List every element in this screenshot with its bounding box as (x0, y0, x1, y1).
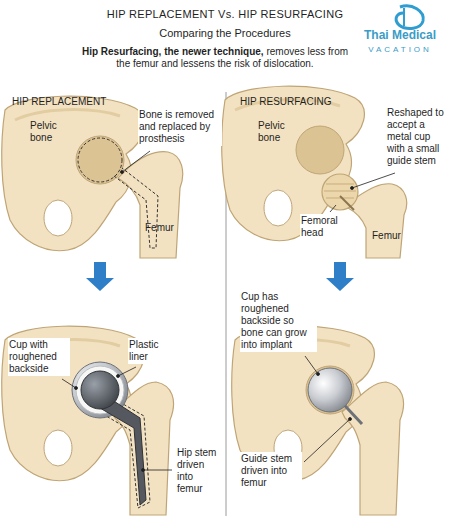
logo-icon (403, 8, 405, 26)
leader-dot (351, 187, 354, 190)
subtitle-box: Comparing the Procedures (80, 27, 370, 39)
pelvis (222, 86, 365, 241)
callout-label-box: Reshaped to accept a metal cup with a sm… (386, 106, 448, 168)
leader-line (62, 379, 76, 388)
callout-label-box: Hip stem driven into femur (176, 446, 222, 496)
callout-label-box: Bone is removed and replaced by prosthes… (138, 108, 222, 146)
part-label: Pelvic bone (30, 120, 70, 144)
title: HIP REPLACEMENT Vs. HIP RESURFACING (80, 8, 370, 20)
logo-text: VACATION (352, 44, 448, 56)
part-label: Femur (145, 222, 185, 234)
callout-label: Plastic liner (128, 338, 175, 364)
subtitle: Comparing the Procedures (80, 27, 370, 39)
removed-outline (114, 168, 158, 248)
callout-label: Guide stem driven into femur (240, 452, 302, 490)
pelvis (2, 96, 145, 251)
logo-icon (396, 6, 423, 29)
leader-line (118, 367, 136, 376)
callout-label-box: Guide stem driven into femur (240, 452, 302, 490)
callout-label-box: Cup has roughened backside so bone can g… (240, 290, 317, 352)
removed-outline (78, 138, 122, 182)
femoral-head (322, 174, 358, 210)
logo-text-box: Thai Medical (352, 29, 448, 41)
part-label: Pelvic bone (258, 120, 298, 144)
part-label-box: Femur (145, 222, 185, 234)
leader-dot (117, 375, 120, 378)
leader-dot (317, 373, 320, 376)
pelvis (2, 326, 145, 481)
description-bold: Hip Resurfacing, the newer technique, (82, 46, 264, 57)
callout-label: Hip stem driven into femur (176, 446, 222, 496)
reshaped-marks (324, 184, 356, 198)
logo-text-box: VACATION (352, 44, 448, 56)
stem-outline (96, 392, 150, 508)
section-heading-box: HIP REPLACEMENT (12, 96, 212, 108)
metal-cap (308, 368, 352, 412)
leader-dot (142, 469, 145, 472)
description: Hip Resurfacing, the newer technique,rem… (80, 46, 350, 70)
leader-dot (75, 387, 78, 390)
callout-label-box: Plastic liner (128, 338, 175, 364)
callout-label: Femoral head (300, 214, 347, 240)
down-arrow (86, 262, 114, 291)
callout-label: Reshaped to accept a metal cup with a sm… (386, 106, 448, 168)
title-box: HIP REPLACEMENT Vs. HIP RESURFACING (80, 8, 370, 20)
logo-text: Thai Medical (352, 29, 448, 41)
callout-label-box: Femoral head (300, 214, 347, 240)
leader-line (122, 151, 150, 172)
description-box: Hip Resurfacing, the newer technique,rem… (80, 46, 350, 70)
part-label-box: Pelvic bone (30, 120, 70, 144)
callout-label: Cup with roughened backside (8, 338, 70, 376)
leader-line (305, 356, 318, 374)
leader-line (143, 470, 172, 471)
guide-hole (340, 196, 354, 210)
femur (118, 152, 183, 258)
callout-label-box: Cup with roughened backside (8, 338, 70, 376)
down-arrow (326, 262, 354, 291)
leader-line (330, 205, 336, 212)
part-label-box: Femur (372, 230, 412, 242)
hip-stem (100, 396, 146, 505)
femur (342, 382, 404, 515)
leader-dot (121, 171, 124, 174)
callout-label: Bone is removed and replaced by prosthes… (138, 108, 222, 146)
section-heading: HIP REPLACEMENT (12, 96, 212, 108)
leader-line (352, 173, 395, 188)
part-label-box: Pelvic bone (258, 120, 298, 144)
leader-line (304, 419, 350, 462)
metal-ball (81, 371, 119, 409)
callout-label: Cup has roughened backside so bone can g… (240, 290, 317, 352)
part-label: Femur (372, 230, 412, 242)
leader-dot (349, 418, 352, 421)
